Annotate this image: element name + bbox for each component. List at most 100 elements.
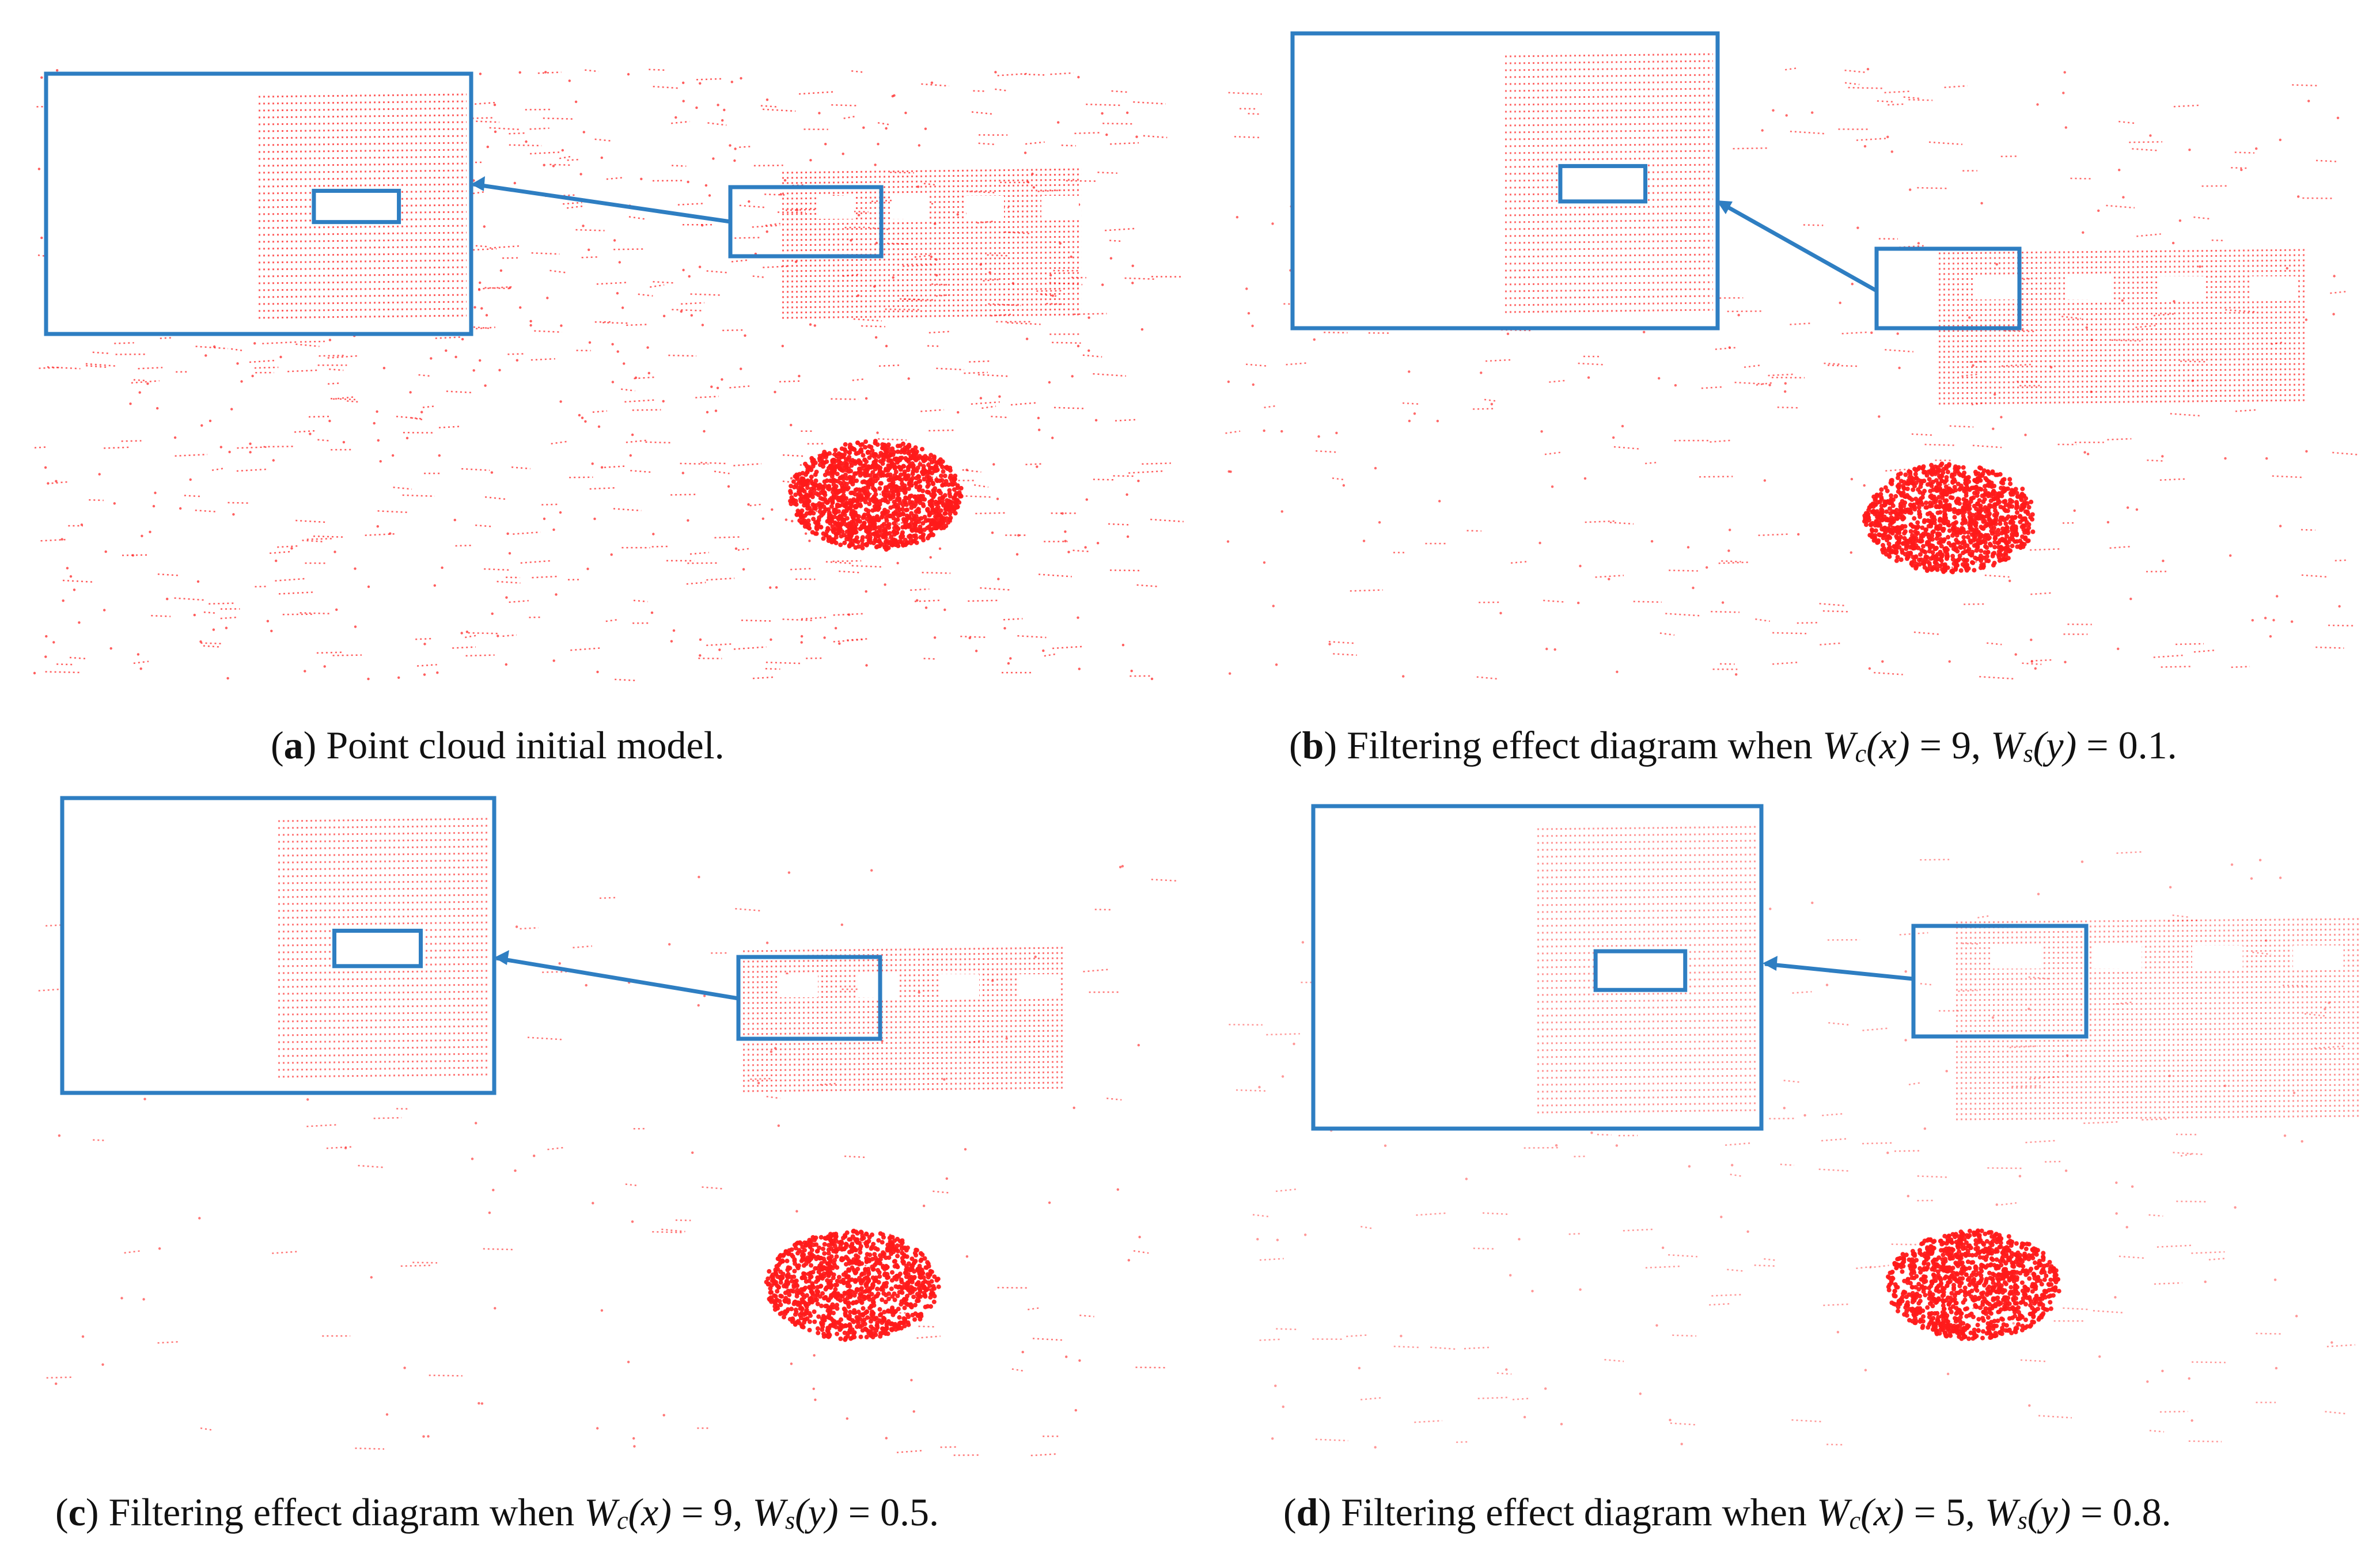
point [860, 1289, 865, 1294]
scan-line [1151, 879, 1177, 882]
point [473, 306, 476, 309]
point [1958, 544, 1963, 549]
point [1992, 545, 1998, 550]
point [880, 1285, 885, 1290]
point [1988, 542, 1994, 548]
point [835, 531, 840, 536]
point [1763, 479, 1767, 482]
point [863, 496, 869, 501]
scan-line [133, 379, 147, 382]
point [867, 444, 872, 449]
scan-line [677, 203, 703, 206]
point [925, 479, 930, 484]
scan-line [62, 579, 95, 583]
scan-line [531, 252, 560, 255]
point [909, 511, 914, 516]
point [857, 470, 862, 475]
point [1839, 301, 1841, 305]
point [1317, 435, 1320, 438]
scan-line [104, 446, 131, 449]
point [1927, 504, 1932, 508]
scan-line [157, 573, 179, 576]
point [1894, 507, 1899, 512]
point [1985, 469, 1991, 474]
point [778, 1280, 783, 1285]
scan-line [302, 540, 324, 543]
scan-line [914, 599, 941, 602]
point [888, 505, 893, 510]
scan-line [1074, 131, 1102, 135]
point [66, 567, 69, 569]
point [888, 459, 893, 464]
point [769, 586, 772, 589]
point [913, 1259, 918, 1264]
point [465, 631, 469, 633]
scan-line [328, 382, 342, 385]
point [848, 491, 854, 496]
point [306, 1098, 309, 1101]
point [1892, 550, 1897, 555]
scan-line [1971, 402, 1986, 405]
scan-line [1350, 589, 1383, 592]
point [1989, 531, 1995, 536]
point [975, 650, 978, 652]
scan-line [1803, 224, 1824, 226]
scan-line [760, 105, 777, 108]
point [911, 452, 916, 457]
point [1951, 527, 1957, 533]
scan-line [2022, 662, 2042, 666]
point [1886, 526, 1891, 531]
point [770, 1050, 773, 1053]
point [820, 459, 825, 465]
point [1950, 495, 1955, 500]
point [896, 492, 901, 498]
point [833, 447, 838, 453]
point [1983, 550, 1988, 555]
point [1874, 521, 1879, 526]
point [886, 464, 892, 469]
point [309, 432, 312, 435]
point [69, 575, 73, 578]
point [2018, 545, 2023, 550]
point [883, 495, 888, 500]
point [1928, 500, 1933, 506]
scan-line [1061, 145, 1076, 147]
point [1328, 643, 1331, 645]
window [1041, 196, 1079, 219]
point [1998, 538, 2003, 543]
point [2024, 528, 2029, 533]
point [236, 362, 239, 365]
scan-line [184, 495, 201, 498]
scan-line [964, 371, 988, 374]
point [884, 583, 886, 586]
point [344, 1146, 347, 1149]
scan-line [742, 988, 1066, 994]
point [647, 371, 651, 375]
scan-line [928, 331, 949, 334]
point [508, 552, 511, 555]
point [793, 474, 798, 479]
point [1964, 491, 1969, 496]
scan-line [2161, 666, 2193, 668]
scan-line [270, 550, 292, 555]
point [1490, 402, 1494, 405]
point [897, 1315, 902, 1320]
point [768, 1286, 773, 1291]
point [892, 276, 895, 279]
scan-line [1403, 402, 1421, 405]
point [813, 531, 818, 536]
point [790, 424, 793, 427]
point [695, 106, 698, 109]
point [2171, 241, 2175, 245]
point [1918, 552, 1923, 557]
callout-b [1290, 31, 2022, 331]
point [335, 608, 338, 612]
point [855, 1266, 861, 1271]
scan-line [686, 582, 706, 585]
scan-line [2170, 413, 2201, 417]
point [1949, 543, 1954, 548]
point [1587, 376, 1590, 379]
point [1920, 466, 1926, 471]
scan-line [594, 138, 611, 142]
point [904, 111, 907, 115]
